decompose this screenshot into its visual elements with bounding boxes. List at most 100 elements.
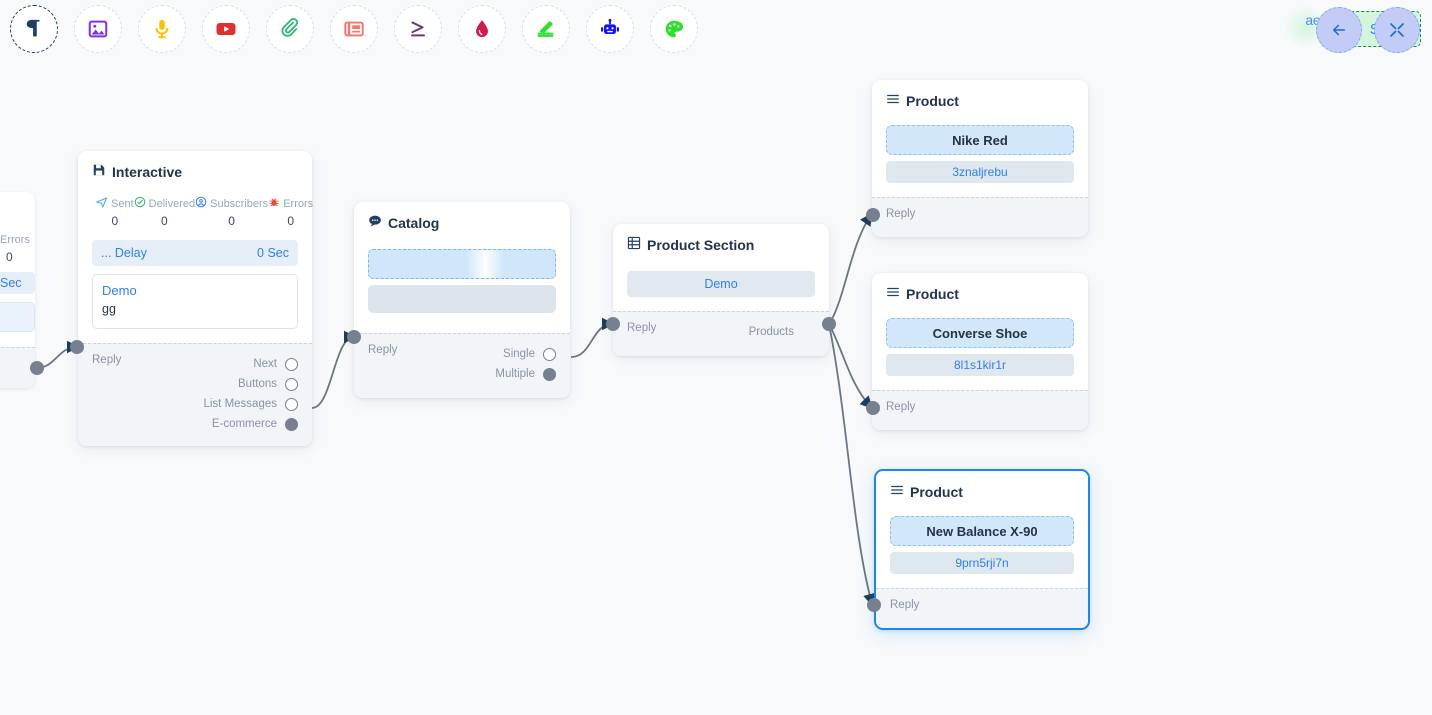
node-product-3-title: Product bbox=[910, 483, 963, 500]
node-product-1-header: Product bbox=[872, 80, 1088, 115]
node-interactive-header: Interactive bbox=[78, 151, 312, 186]
stat-delivered-label: Delivered bbox=[148, 197, 196, 210]
port-dot-single[interactable] bbox=[543, 347, 556, 361]
node-toolbar[interactable] bbox=[0, 0, 1432, 58]
port-dot-next[interactable] bbox=[285, 357, 298, 371]
tool-greater-than-equal-icon[interactable] bbox=[394, 5, 442, 53]
product-3-in-port-label: Reply bbox=[890, 599, 920, 611]
interactive-stats: Sent 0 Delivered 0 bbox=[92, 190, 313, 232]
node-product-3-header: Product bbox=[876, 471, 1088, 506]
port-dot-ecommerce[interactable] bbox=[285, 417, 298, 431]
product-section-demo-label: Demo bbox=[704, 277, 738, 291]
hamburger-list-icon bbox=[890, 483, 904, 500]
product-2-id-field[interactable]: 8l1s1kir1r bbox=[886, 354, 1074, 376]
canvas-controls[interactable] bbox=[1316, 6, 1432, 54]
port-product-section-reply[interactable] bbox=[606, 317, 620, 331]
tool-stack-list-icon[interactable] bbox=[522, 5, 570, 53]
stat-errors-value: 0 bbox=[287, 214, 294, 228]
tool-news-card-icon[interactable] bbox=[330, 5, 378, 53]
product-section-out-port-products[interactable]: Products bbox=[627, 322, 815, 342]
port-label-multiple: Multiple bbox=[495, 368, 535, 380]
tool-microphone-audio-icon[interactable] bbox=[138, 5, 186, 53]
port-product-2-reply[interactable] bbox=[866, 401, 880, 415]
node-product-new-balance-x-90[interactable]: Product New Balance X-90 9prn5rji7n Repl… bbox=[874, 469, 1090, 630]
product-section-demo-chip[interactable]: Demo bbox=[627, 271, 815, 297]
node-product-1-title: Product bbox=[906, 92, 959, 109]
interactive-message-box[interactable]: Demo gg bbox=[92, 274, 298, 329]
node-product-2-footer: Reply bbox=[872, 390, 1088, 430]
catalog-skeleton-primary bbox=[368, 249, 556, 279]
interactive-out-port-buttons[interactable]: Buttons bbox=[92, 374, 298, 394]
node-product-3-footer: Reply bbox=[876, 588, 1088, 628]
port-interactive-reply[interactable] bbox=[70, 340, 84, 354]
node-catalog-title: Catalog bbox=[388, 214, 440, 231]
clipped-stat-label: Errors bbox=[0, 234, 30, 246]
product-3-id-field[interactable]: 9prn5rji7n bbox=[890, 552, 1074, 574]
node-product-converse-shoe[interactable]: Product Converse Shoe 8l1s1kir1r Reply bbox=[872, 273, 1088, 430]
clipped-delay-value: Sec bbox=[0, 276, 22, 290]
node-product-section[interactable]: Product Section Demo Reply Products bbox=[613, 224, 829, 356]
interactive-delay-value: 0 Sec bbox=[257, 246, 289, 260]
node-product-nike-red[interactable]: Product Nike Red 3znaljrebu Reply bbox=[872, 80, 1088, 237]
interactive-out-port-ecommerce[interactable]: E-commerce bbox=[92, 414, 298, 434]
node-product-2-title: Product bbox=[906, 285, 959, 302]
interactive-out-port-list-messages[interactable]: List Messages bbox=[92, 394, 298, 414]
port-product-section-products[interactable] bbox=[822, 317, 836, 331]
node-clipped-left[interactable]: Errors 0 Sec essage bbox=[0, 192, 35, 388]
port-product-3-reply[interactable] bbox=[867, 598, 881, 612]
port-label-single: Single bbox=[503, 348, 535, 360]
back-arrow-icon[interactable] bbox=[1316, 7, 1362, 53]
clipped-message-box bbox=[0, 302, 35, 332]
tool-youtube-video-icon[interactable] bbox=[202, 5, 250, 53]
tool-water-drop-icon[interactable] bbox=[458, 5, 506, 53]
product-2-in-port-label: Reply bbox=[886, 401, 916, 413]
product-1-id-field[interactable]: 3znaljrebu bbox=[886, 161, 1074, 183]
stat-sent-label: Sent bbox=[111, 197, 134, 210]
port-dot-multiple[interactable] bbox=[543, 367, 556, 381]
product-1-name-field[interactable]: Nike Red bbox=[886, 125, 1074, 155]
catalog-out-port-multiple[interactable]: Multiple bbox=[368, 364, 556, 384]
stat-subscribers: Subscribers 0 bbox=[195, 196, 268, 228]
catalog-out-port-single[interactable]: Single bbox=[368, 344, 556, 364]
bug-icon bbox=[268, 196, 280, 211]
tool-image-icon[interactable] bbox=[74, 5, 122, 53]
stat-sent: Sent 0 bbox=[95, 196, 134, 228]
port-clipped-ecommerce[interactable] bbox=[30, 361, 44, 375]
tool-paperclip-attachment-icon[interactable] bbox=[266, 5, 314, 53]
tool-palette-color-icon[interactable] bbox=[650, 5, 698, 53]
product-2-name-field[interactable]: Converse Shoe bbox=[886, 318, 1074, 348]
port-product-1-reply[interactable] bbox=[866, 208, 880, 222]
hamburger-list-icon bbox=[886, 92, 900, 109]
stat-delivered: Delivered 0 bbox=[134, 196, 195, 228]
port-catalog-reply[interactable] bbox=[347, 330, 361, 344]
product-3-id: 9prn5rji7n bbox=[955, 556, 1009, 570]
clipped-node-footer: essage bbox=[0, 347, 35, 388]
catalog-skeleton-secondary bbox=[368, 285, 556, 313]
node-product-2-header: Product bbox=[872, 273, 1088, 308]
port-label-products: Products bbox=[748, 326, 794, 338]
interactive-delay-row[interactable]: ... Delay 0 Sec bbox=[92, 240, 298, 266]
interactive-in-port-label: Reply bbox=[92, 354, 122, 366]
product-3-name-field[interactable]: New Balance X-90 bbox=[890, 516, 1074, 546]
product-section-in-port-label: Reply bbox=[627, 322, 657, 334]
port-label-ecommerce: E-commerce bbox=[211, 418, 277, 430]
node-interactive[interactable]: Interactive Sent 0 bbox=[78, 151, 313, 446]
grid-table-icon bbox=[627, 236, 641, 253]
hamburger-list-icon bbox=[886, 285, 900, 302]
chat-bubble-icon bbox=[368, 214, 382, 231]
product-2-id: 8l1s1kir1r bbox=[953, 358, 1007, 372]
port-dot-buttons[interactable] bbox=[285, 377, 298, 391]
node-interactive-footer: Reply Next Buttons List Messages E-comme… bbox=[78, 343, 312, 446]
node-product-1-footer: Reply bbox=[872, 197, 1088, 237]
node-catalog[interactable]: Catalog Reply Single Multiple bbox=[354, 202, 570, 398]
node-product-section-title: Product Section bbox=[647, 236, 755, 253]
stat-delivered-value: 0 bbox=[161, 214, 168, 228]
port-dot-list-messages[interactable] bbox=[285, 397, 298, 411]
port-label-next: Next bbox=[253, 358, 277, 370]
tool-paragraph-text-icon[interactable] bbox=[10, 5, 58, 53]
interactive-out-port-next[interactable]: Next bbox=[92, 354, 298, 374]
tool-robot-bot-icon[interactable] bbox=[586, 5, 634, 53]
fit-to-screen-icon[interactable] bbox=[1374, 7, 1420, 53]
floppy-disk-icon bbox=[92, 163, 106, 180]
